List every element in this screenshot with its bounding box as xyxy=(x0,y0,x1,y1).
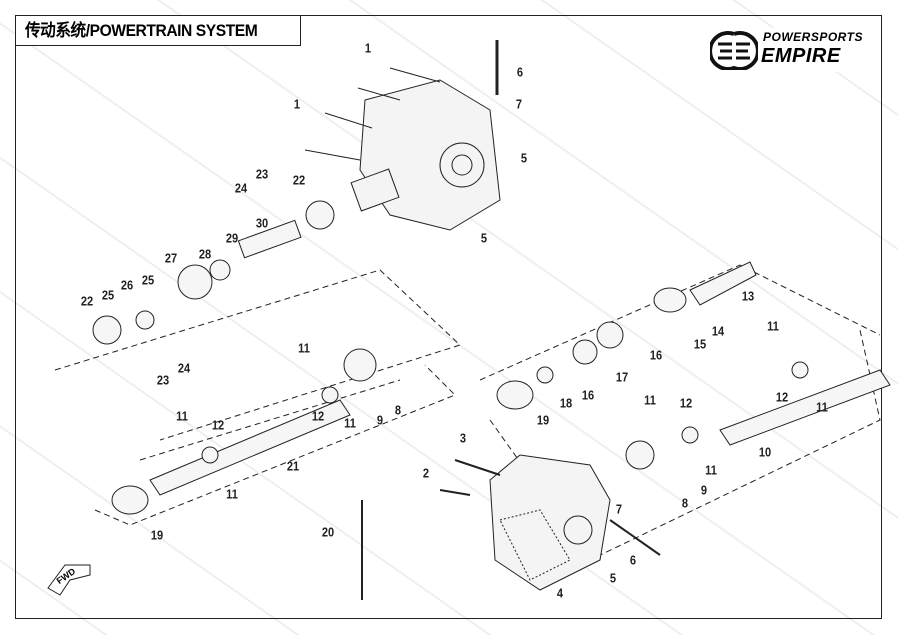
callout-5: 5 xyxy=(480,230,488,246)
page-title: 传动系统/POWERTRAIN SYSTEM xyxy=(25,21,258,40)
callout-15: 15 xyxy=(693,336,707,352)
callout-7: 7 xyxy=(615,501,623,517)
callout-1: 1 xyxy=(364,40,372,56)
propeller-shafts xyxy=(92,200,891,515)
callout-11: 11 xyxy=(176,408,188,424)
callout-5: 5 xyxy=(609,570,617,586)
fwd-arrow xyxy=(47,564,91,596)
callout-12: 12 xyxy=(311,408,325,424)
callout-19: 19 xyxy=(150,527,164,543)
brand-logo: POWERSPORTS EMPIRE xyxy=(710,28,870,72)
callout-23: 23 xyxy=(156,372,170,388)
callout-27: 27 xyxy=(164,250,178,266)
callout-28: 28 xyxy=(198,246,212,262)
callout-29: 29 xyxy=(225,230,239,246)
callout-11: 11 xyxy=(644,392,656,408)
callout-17: 17 xyxy=(615,369,629,385)
callout-14: 14 xyxy=(711,323,725,339)
callout-4: 4 xyxy=(556,585,564,601)
callout-11: 11 xyxy=(705,462,717,478)
callout-8: 8 xyxy=(681,495,689,511)
callout-12: 12 xyxy=(211,417,225,433)
callout-11: 11 xyxy=(816,399,828,415)
callout-26: 26 xyxy=(120,277,134,293)
callout-23: 23 xyxy=(255,166,269,182)
callout-25: 25 xyxy=(101,287,115,303)
diagram-frame xyxy=(15,15,882,619)
callout-30: 30 xyxy=(255,215,269,231)
callout-24: 24 xyxy=(234,180,248,196)
callout-7: 7 xyxy=(515,96,523,112)
callout-12: 12 xyxy=(679,395,693,411)
callout-18: 18 xyxy=(559,395,573,411)
callout-8: 8 xyxy=(394,402,402,418)
callout-24: 24 xyxy=(177,360,191,376)
logo-line2: EMPIRE xyxy=(761,45,841,67)
callout-1: 1 xyxy=(293,96,301,112)
callout-13: 13 xyxy=(741,288,755,304)
rear-differential xyxy=(489,454,611,591)
callout-16: 16 xyxy=(581,387,595,403)
callout-19: 19 xyxy=(536,412,550,428)
callout-6: 6 xyxy=(629,552,637,568)
bolts xyxy=(304,40,661,600)
callout-22: 22 xyxy=(80,293,94,309)
callout-2: 2 xyxy=(422,465,430,481)
callout-10: 10 xyxy=(758,444,772,460)
callout-11: 11 xyxy=(767,318,779,334)
callout-3: 3 xyxy=(459,430,467,446)
callout-6: 6 xyxy=(516,64,524,80)
callout-21: 21 xyxy=(286,458,300,474)
callout-16: 16 xyxy=(649,347,663,363)
front-differential xyxy=(350,79,501,231)
callout-5: 5 xyxy=(520,150,528,166)
callout-25: 25 xyxy=(141,272,155,288)
title-box: 传动系统/POWERTRAIN SYSTEM xyxy=(15,15,301,46)
callout-22: 22 xyxy=(292,172,306,188)
callout-9: 9 xyxy=(700,482,708,498)
callout-20: 20 xyxy=(321,524,335,540)
callout-9: 9 xyxy=(376,412,384,428)
callout-11: 11 xyxy=(344,415,356,431)
empire-wings-icon xyxy=(710,31,758,70)
callout-11: 11 xyxy=(298,340,310,356)
callout-11: 11 xyxy=(226,486,238,502)
callout-12: 12 xyxy=(775,389,789,405)
logo-line1: POWERSPORTS xyxy=(763,30,863,44)
